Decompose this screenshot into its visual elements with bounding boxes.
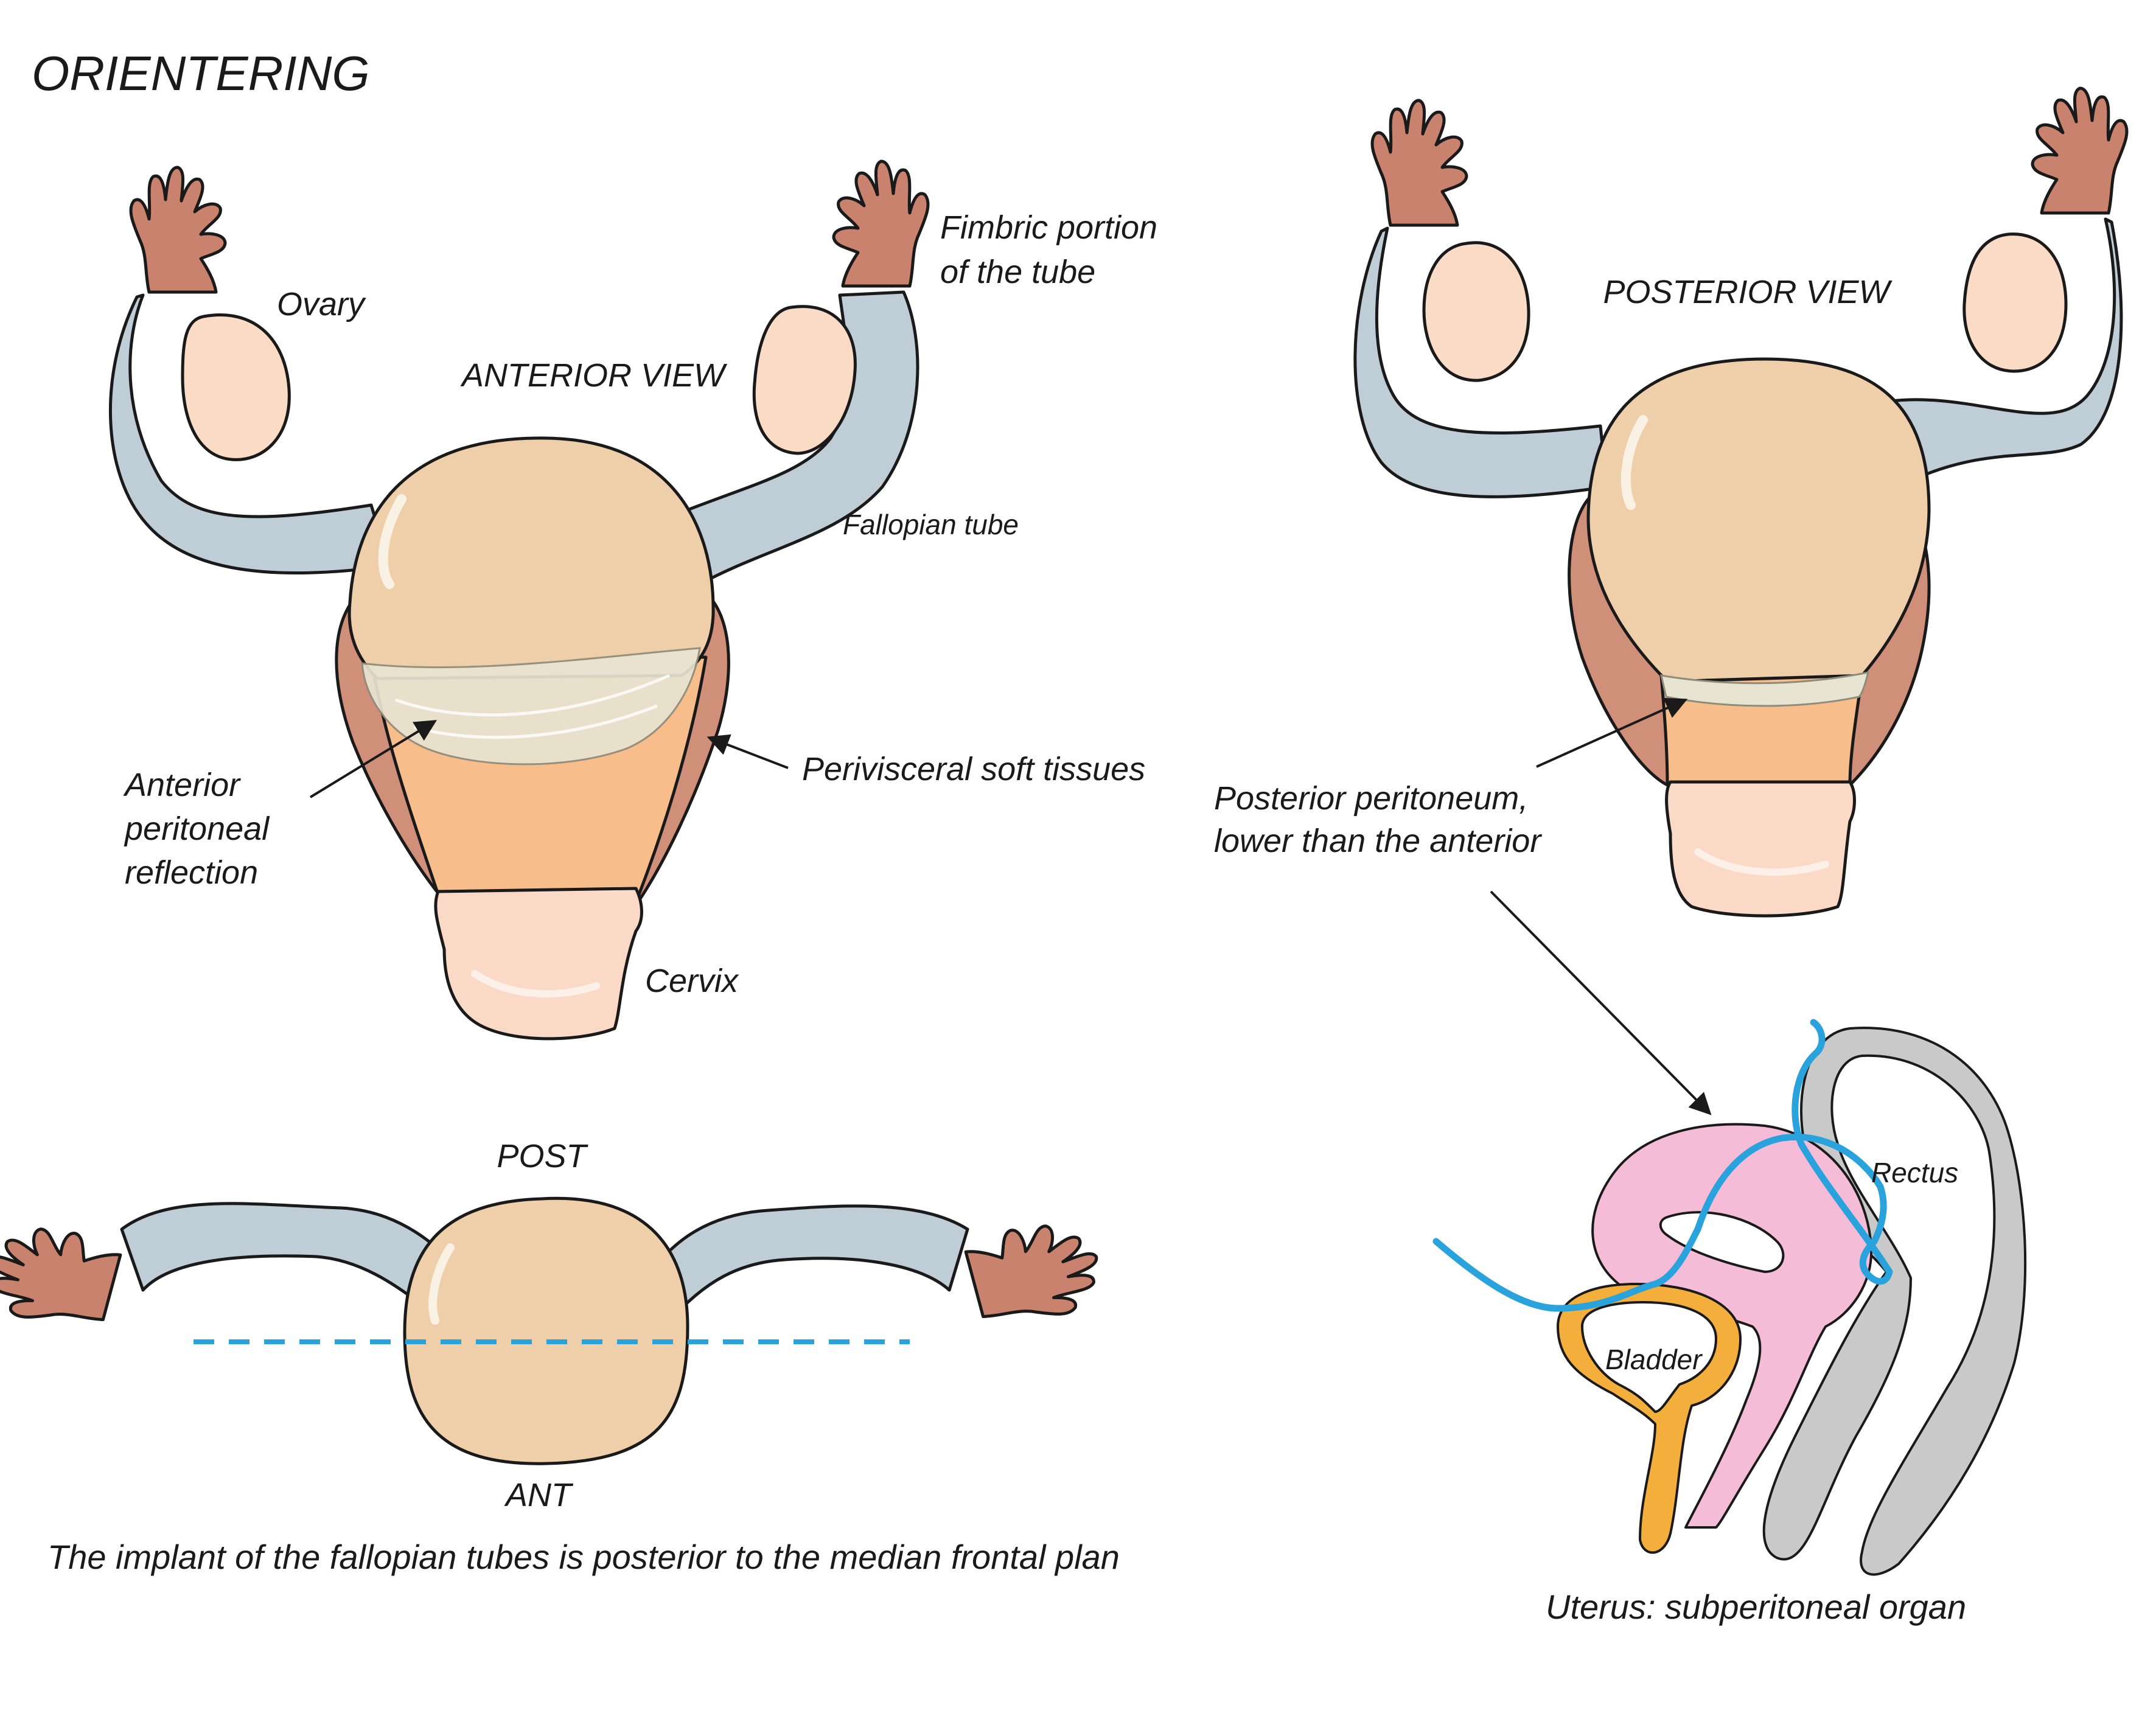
fallopian-tube-label: Fallopian tube xyxy=(843,509,1019,540)
anterior-view-heading: ANTERIOR VIEW xyxy=(460,357,728,394)
ant-label: ANT xyxy=(504,1477,574,1513)
peritoneum-line xyxy=(1432,1019,1893,1312)
posterior-view: POSTERIOR VIEW Posterior peritoneum, low… xyxy=(1214,88,2127,1115)
perivisceral-label: Perivisceral soft tissues xyxy=(802,751,1145,787)
posterior-right-ovary xyxy=(1962,232,2068,373)
posterior-left-fimbria xyxy=(1372,100,1467,225)
perivisceral-arrow xyxy=(706,734,789,769)
reflection-arrow xyxy=(309,720,438,798)
rectus-label: Rectus xyxy=(1871,1157,1958,1188)
reflection-label-line3: reflection xyxy=(125,854,258,891)
posterior-right-fimbria xyxy=(2032,88,2127,213)
left-fimbria xyxy=(131,167,225,292)
top-left-fimbria xyxy=(0,1214,123,1338)
right-fimbria xyxy=(834,161,928,286)
anterior-uterine-body xyxy=(347,436,715,680)
posterior-uterine-body xyxy=(1586,357,1931,683)
posterior-peritoneum-arrow xyxy=(1536,697,1688,768)
posterior-note-line2: lower than the anterior xyxy=(1214,823,1542,859)
ovary-label: Ovary xyxy=(277,286,366,323)
right-ovary xyxy=(752,305,857,455)
sagittal-view: Bladder Rectus Uterus: subperitoneal org… xyxy=(1432,1019,2027,1626)
posterior-peritoneum xyxy=(1660,671,1870,707)
posterior-view-heading: POSTERIOR VIEW xyxy=(1603,274,1893,310)
anterior-view: ANTERIOR VIEW Ovary Fimbric portion of t… xyxy=(109,161,1157,1041)
reflection-label-line1: Anterior xyxy=(123,767,241,803)
post-label: POST xyxy=(497,1138,588,1174)
posterior-left-ovary xyxy=(1422,241,1530,382)
cervix-label: Cervix xyxy=(645,963,739,999)
uterine-cavity xyxy=(1659,1211,1785,1273)
bladder-lumen xyxy=(1581,1301,1717,1413)
anterior-cervix xyxy=(434,887,643,1041)
fimbric-label-line2: of the tube xyxy=(940,254,1095,290)
bladder-label: Bladder xyxy=(1605,1344,1703,1375)
posterior-note-line1: Posterior peritoneum, xyxy=(1214,780,1528,817)
posterior-cervix xyxy=(1665,780,1856,918)
sagittal-link-arrow xyxy=(1490,890,1712,1115)
top-right-tube xyxy=(649,1204,969,1310)
top-view-caption: The implant of the fallopian tubes is po… xyxy=(47,1538,1120,1576)
top-right-fimbria xyxy=(963,1211,1108,1334)
sagittal-caption: Uterus: subperitoneal organ xyxy=(1546,1588,1966,1626)
page-title: ORIENTERING xyxy=(32,46,370,100)
left-ovary xyxy=(181,313,291,461)
posterior-left-tube xyxy=(1353,226,1608,498)
top-view: POST ANT The implant of the fallopian tu… xyxy=(0,1138,1120,1576)
fimbric-label-line1: Fimbric portion xyxy=(940,209,1157,246)
top-uterine-body xyxy=(403,1196,689,1465)
reflection-label-line2: peritoneal xyxy=(124,811,270,847)
